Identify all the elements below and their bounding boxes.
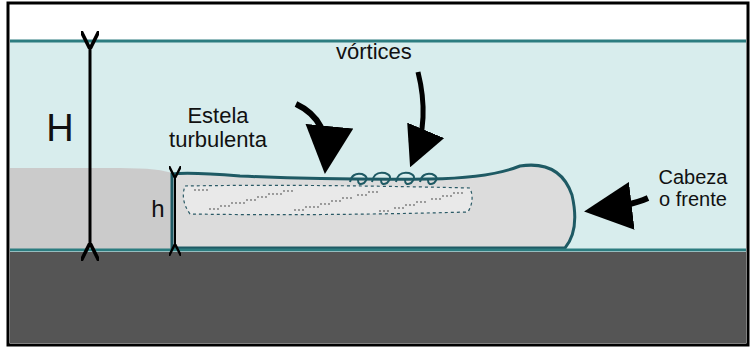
height-label: h [148,196,168,222]
lock-fluid [10,168,175,250]
tank-bottom [10,249,746,252]
turbulent-wake [183,185,472,214]
depth-label: H [40,108,80,150]
wake-texture [194,189,463,212]
depth-dimension [89,46,92,246]
height-dimension [174,176,176,246]
vortex-label: vórtices [336,40,446,64]
head-label: Cabeza o frente [652,166,734,210]
head-arrow [596,198,648,210]
wake-arrow [296,104,326,162]
floor [10,252,746,343]
gravity-current [172,165,575,248]
wake-label: Estela turbulenta [148,104,288,152]
vortices [350,173,437,184]
water [10,42,746,250]
vortex-arrow [414,72,423,158]
frame [8,3,748,345]
